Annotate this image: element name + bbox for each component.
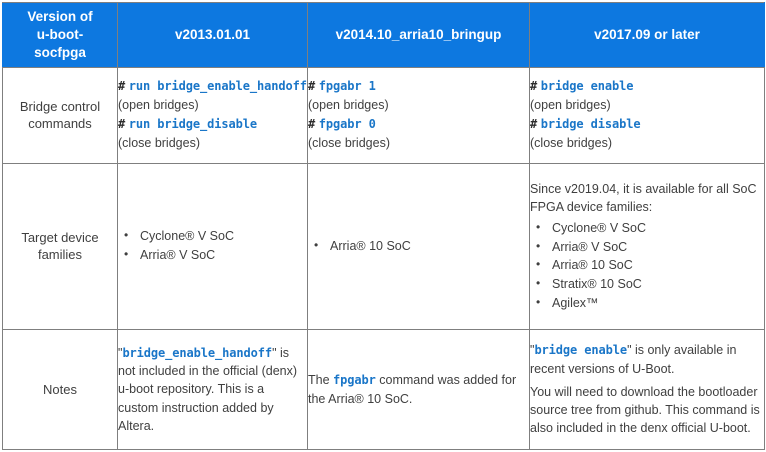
note-paragraph-v2013: "bridge_enable_handoff" is not included … — [118, 344, 307, 435]
caption-close-v2014: (close bridges) — [308, 136, 390, 151]
device-list-v2013: Cyclone® V SoC Arria® V SoC — [118, 226, 307, 265]
command-text: fpgabr 0 — [318, 117, 376, 132]
caption-open-v2014: (open bridges) — [308, 98, 389, 113]
command-text: run bridge_disable — [128, 117, 257, 132]
prompt-hash: # — [308, 117, 316, 132]
note-paragraph-v2014: The fpgabr command was added for the Arr… — [308, 371, 529, 408]
cell-devices-v2014: Arria® 10 SoC — [307, 162, 530, 330]
row-label-notes: Notes — [2, 328, 118, 451]
table-header: Version of u-boot- socfpga v2013.01.01 v… — [2, 2, 765, 68]
command-text: run bridge_enable_handoff — [128, 79, 307, 94]
header-cell-v2014: v2014.10_arria10_bringup — [307, 2, 530, 68]
note-paragraph-1-v2017: "bridge enable" is only available in rec… — [530, 341, 764, 378]
quote-open: " — [530, 343, 535, 358]
header-cell-version-label: Version of u-boot- socfpga — [2, 2, 118, 68]
prompt-hash: # — [530, 79, 538, 94]
row-label-target-device-families: Target device families — [2, 162, 118, 330]
command-close-v2014: # fpgabr 0 — [308, 115, 529, 134]
cell-notes-v2014: The fpgabr command was added for the Arr… — [307, 328, 530, 451]
cell-bridge-commands-v2017: # bridge enable (open bridges) # bridge … — [529, 67, 765, 164]
cell-bridge-commands-v2014: # fpgabr 1 (open bridges) # fpgabr 0 (cl… — [307, 67, 530, 164]
command-close-v2013: # run bridge_disable — [118, 115, 307, 134]
command-open-v2013: # run bridge_enable_handoff — [118, 77, 307, 96]
caption-close-v2017: (close bridges) — [530, 136, 612, 151]
quote-open: " — [118, 345, 123, 360]
cell-notes-v2013: "bridge_enable_handoff" is not included … — [117, 328, 308, 451]
prompt-hash: # — [118, 117, 126, 132]
inline-code: bridge_enable_handoff — [122, 345, 273, 360]
cell-bridge-commands-v2013: # run bridge_enable_handoff (open bridge… — [117, 67, 308, 164]
header-cell-v2013: v2013.01.01 — [117, 2, 308, 68]
header-row: Version of u-boot- socfpga v2013.01.01 v… — [2, 2, 765, 68]
list-item: Arria® 10 SoC — [312, 236, 529, 256]
quote-close: " — [627, 343, 632, 358]
device-list-intro-v2017: Since v2019.04, it is available for all … — [530, 181, 757, 214]
command-close-v2017: # bridge disable — [530, 115, 764, 134]
table-row-target-device-families: Target device families Cyclone® V SoC Ar… — [2, 162, 765, 330]
prompt-hash: # — [308, 79, 316, 94]
command-open-v2017: # bridge enable — [530, 77, 764, 96]
note-text-after: is only available in recent versions of … — [530, 343, 737, 376]
quote-close: " — [272, 345, 277, 360]
note-text-after: command was added for the Arria® 10 SoC. — [308, 373, 517, 406]
caption-open-v2013: (open bridges) — [118, 98, 199, 113]
table-row-notes: Notes "bridge_enable_handoff" is not inc… — [2, 328, 765, 451]
header-version-line-1: Version of — [27, 9, 93, 25]
prompt-hash: # — [530, 117, 538, 132]
cell-devices-v2013: Cyclone® V SoC Arria® V SoC — [117, 162, 308, 330]
header-version-line-2: u-boot- — [36, 27, 84, 43]
list-item: Arria® V SoC — [122, 245, 307, 265]
device-list-v2017: Cyclone® V SoC Arria® V SoC Arria® 10 So… — [530, 218, 764, 313]
list-item: Arria® 10 SoC — [534, 255, 764, 275]
note-text-before: The — [308, 373, 334, 388]
caption-open-v2017: (open bridges) — [530, 98, 611, 113]
note-text: is not included in the official (denx) u… — [118, 345, 298, 433]
command-open-v2014: # fpgabr 1 — [308, 77, 529, 96]
note-paragraph-2-v2017: You will need to download the bootloader… — [530, 384, 760, 436]
caption-close-v2013: (close bridges) — [118, 136, 200, 151]
command-text: bridge enable — [540, 79, 634, 94]
command-text: fpgabr 1 — [318, 79, 376, 94]
list-item: Cyclone® V SoC — [534, 218, 764, 238]
list-item: Cyclone® V SoC — [122, 226, 307, 246]
header-version-line-3: socfpga — [34, 44, 86, 60]
inline-code: fpgabr — [333, 373, 376, 388]
device-list-v2014: Arria® 10 SoC — [308, 236, 529, 256]
cell-notes-v2017: "bridge enable" is only available in rec… — [529, 328, 765, 451]
cell-devices-v2017: Since v2019.04, it is available for all … — [529, 162, 765, 330]
prompt-hash: # — [118, 79, 126, 94]
row-label-bridge-control-commands: Bridge control commands — [2, 67, 118, 164]
table-row-bridge-control-commands: Bridge control commands # run bridge_ena… — [2, 67, 765, 164]
list-item: Arria® V SoC — [534, 237, 764, 257]
table-body: Bridge control commands # run bridge_ena… — [2, 67, 765, 451]
list-item: Stratix® 10 SoC — [534, 274, 764, 294]
header-cell-v2017: v2017.09 or later — [529, 2, 765, 68]
inline-code: bridge enable — [534, 343, 628, 358]
command-text: bridge disable — [540, 117, 641, 132]
list-item: Agilex™ — [534, 293, 764, 313]
